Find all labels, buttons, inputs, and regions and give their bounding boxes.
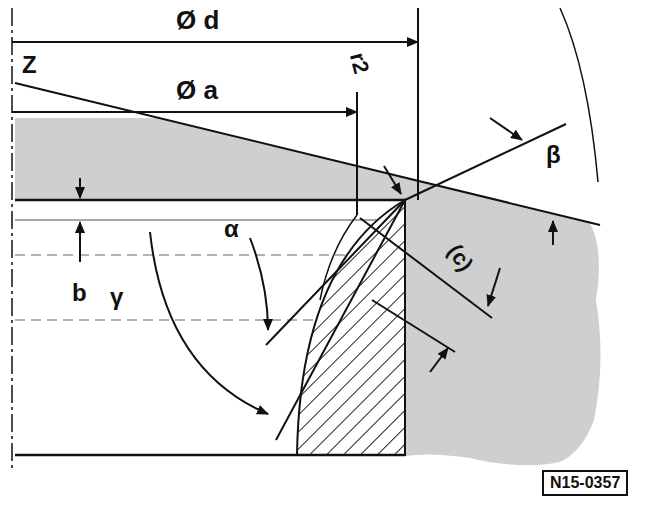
plane-label: Z	[22, 52, 37, 78]
drawing-number: N15-0357	[550, 474, 620, 492]
diameter-label: Ø a	[176, 76, 218, 105]
drawing-number-box: N15-0357	[542, 470, 628, 496]
angle-label: γ	[110, 284, 123, 310]
diameter-label: Ø d	[176, 6, 219, 35]
width-label: b	[72, 280, 87, 306]
radius-label: r2	[345, 50, 374, 76]
angle-label: α	[224, 216, 239, 242]
angle-label: β	[546, 142, 561, 168]
